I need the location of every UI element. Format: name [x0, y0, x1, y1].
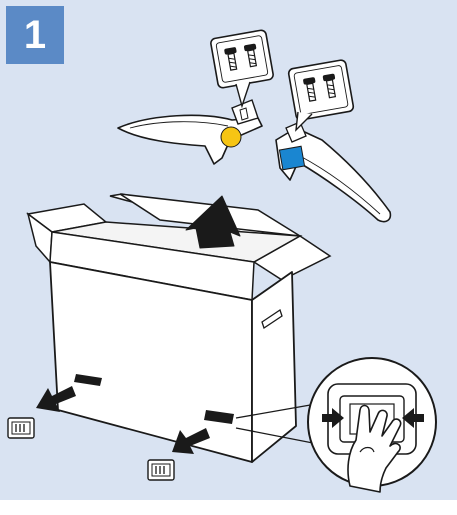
- stand-base-right: [276, 122, 390, 222]
- blue-marker-icon: [279, 146, 304, 170]
- clip-icon: [148, 460, 174, 480]
- yellow-marker-icon: [221, 127, 241, 147]
- screw-bag-callout-left: [210, 30, 274, 106]
- unboxing-illustration: [0, 0, 457, 500]
- stand-base-left: [118, 100, 262, 164]
- screw-bag-callout-right: [288, 59, 354, 130]
- hand-press-icon: [308, 358, 436, 492]
- clip-icon: [8, 418, 34, 438]
- tv-box-icon: [28, 194, 330, 462]
